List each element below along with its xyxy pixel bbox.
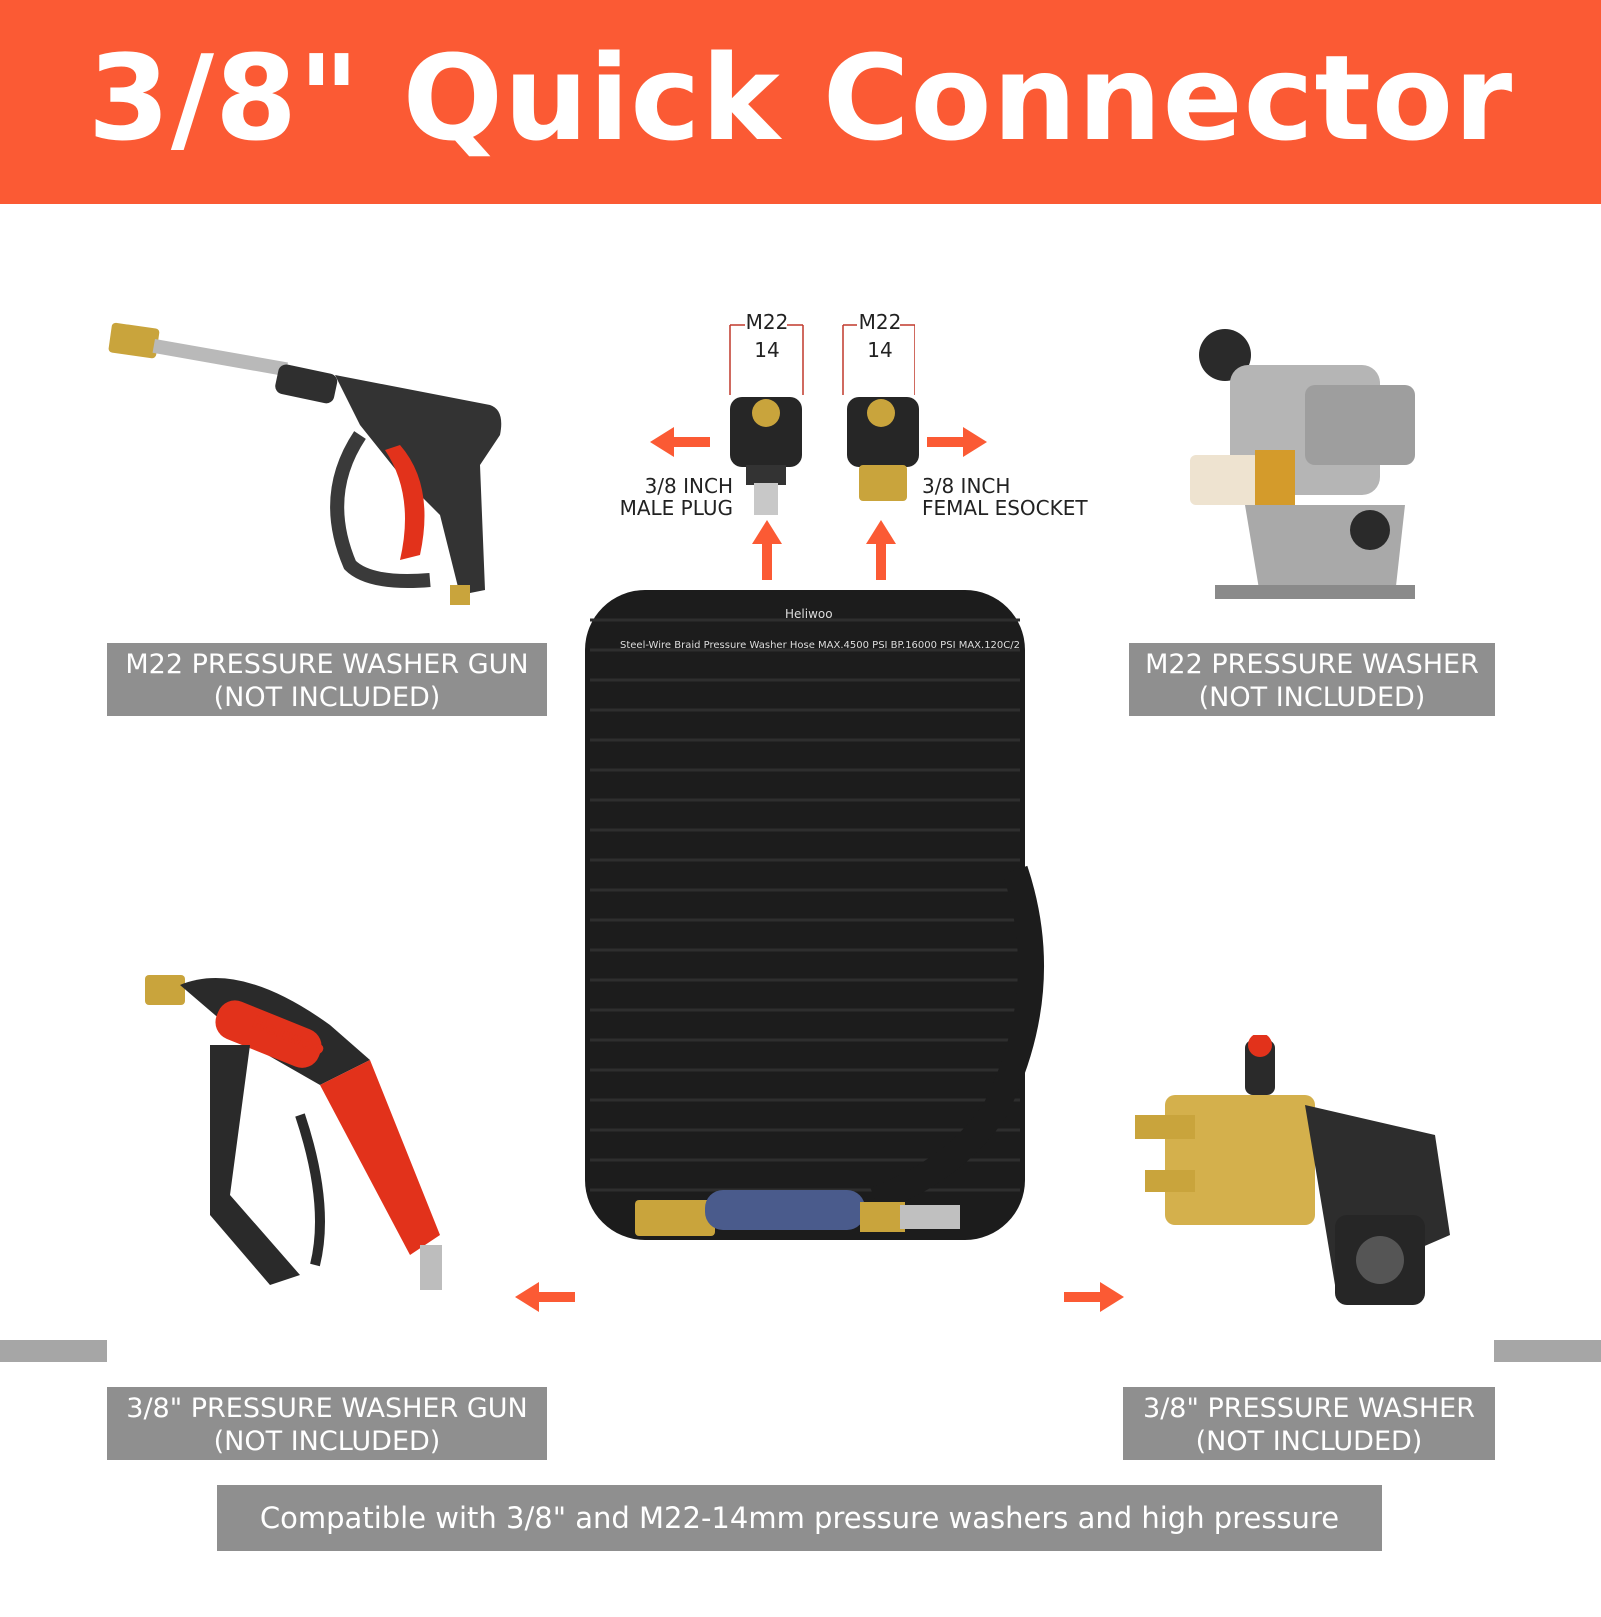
- m22-gun-image: [108, 322, 502, 605]
- label-m22-gun-line2: (NOT INCLUDED): [213, 682, 441, 713]
- label-38-washer: 3/8" PRESSURE WASHER (NOT INCLUDED): [1123, 1387, 1495, 1460]
- left-connector-size-14: 14: [754, 338, 780, 362]
- male-plug-connector-image: [730, 397, 802, 515]
- label-m22-gun-line1: M22 PRESSURE WASHER GUN: [125, 649, 529, 680]
- label-38-gun-line2: (NOT INCLUDED): [213, 1426, 441, 1457]
- m22-pump-image: [1190, 329, 1415, 599]
- label-m22-gun: M22 PRESSURE WASHER GUN (NOT INCLUDED): [107, 643, 547, 716]
- right-connector-size-m22: M22: [858, 310, 902, 334]
- divider-right: [1494, 1340, 1601, 1362]
- label-m22-washer-line2: (NOT INCLUDED): [1198, 682, 1426, 713]
- arrow-up-icon: [752, 520, 782, 580]
- female-socket-connector-image: [847, 397, 919, 501]
- label-38-gun-line1: 3/8" PRESSURE WASHER GUN: [126, 1393, 528, 1424]
- compatibility-footer: Compatible with 3/8" and M22-14mm pressu…: [217, 1485, 1382, 1601]
- arrow-right-icon: [1064, 1282, 1124, 1312]
- arrow-left-icon: [515, 1282, 575, 1312]
- triplex-pump-image: [1135, 1035, 1450, 1305]
- page-title: 3/8" Quick Connector: [87, 29, 1514, 167]
- arrow-right-icon: [927, 427, 987, 457]
- left-connector-size-m22: M22: [745, 310, 789, 334]
- right-connector-size-14: 14: [867, 338, 893, 362]
- female-socket-caption-line2: FEMAL ESOCKET: [922, 496, 1088, 520]
- male-plug-caption-line2: MALE PLUG: [619, 496, 733, 520]
- label-m22-washer-line1: M22 PRESSURE WASHER: [1145, 649, 1479, 680]
- arrow-up-icon: [866, 520, 896, 580]
- male-plug-caption-line1: 3/8 INCH: [644, 474, 733, 498]
- connector-dimension-lines: [729, 324, 915, 395]
- heliwoo-gun-image: [145, 975, 442, 1290]
- header-banner: 3/8" Quick Connector: [0, 0, 1601, 204]
- label-38-gun: 3/8" PRESSURE WASHER GUN (NOT INCLUDED): [107, 1387, 547, 1460]
- label-38-washer-line2: (NOT INCLUDED): [1195, 1426, 1423, 1457]
- hose-brand-print: Heliwoo: [785, 607, 833, 621]
- label-m22-washer: M22 PRESSURE WASHER (NOT INCLUDED): [1129, 643, 1495, 716]
- arrow-left-icon: [650, 427, 710, 457]
- hose-spec-print: Steel-Wire Braid Pressure Washer Hose MA…: [620, 640, 1020, 651]
- label-38-washer-line1: 3/8" PRESSURE WASHER: [1143, 1393, 1475, 1424]
- divider-left: [0, 1340, 107, 1362]
- hose-coil-image: [585, 590, 1044, 1240]
- female-socket-caption-line1: 3/8 INCH: [922, 474, 1011, 498]
